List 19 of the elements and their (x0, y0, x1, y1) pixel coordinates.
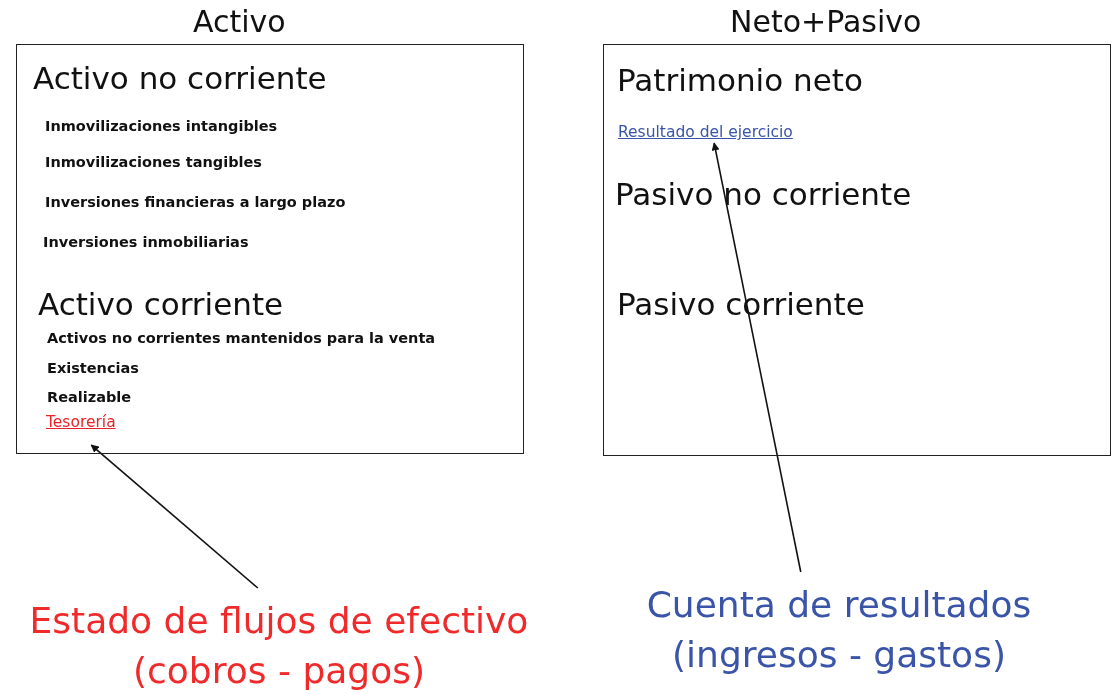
section-heading: Patrimonio neto (617, 63, 863, 98)
arrow (90, 444, 259, 589)
account-item: Realizable (47, 390, 132, 406)
account-item: Inversiones inmobiliarias (43, 235, 249, 251)
column-heading: Neto+Pasivo (730, 5, 922, 38)
statement-label: Cuenta de resultados (ingresos - gastos) (600, 580, 1078, 680)
account-item: Inmovilizaciones tangibles (45, 155, 262, 171)
arrow (711, 142, 802, 573)
account-item: Existencias (47, 361, 139, 377)
account-link: Tesorería (46, 414, 116, 432)
statement-label: Estado de flujos de efectivo (cobros - pagos) (14, 596, 544, 694)
account-item: Inmovilizaciones intangibles (45, 119, 278, 135)
section-heading: Pasivo no corriente (615, 177, 912, 212)
account-link: Resultado del ejercicio (618, 124, 793, 142)
column-heading: Activo (193, 5, 286, 38)
section-heading: Activo corriente (38, 287, 284, 322)
account-item: Activos no corrientes mantenidos para la venta (47, 331, 436, 347)
account-item: Inversiones financieras a largo plazo (45, 195, 346, 211)
section-heading: Activo no corriente (33, 61, 327, 96)
